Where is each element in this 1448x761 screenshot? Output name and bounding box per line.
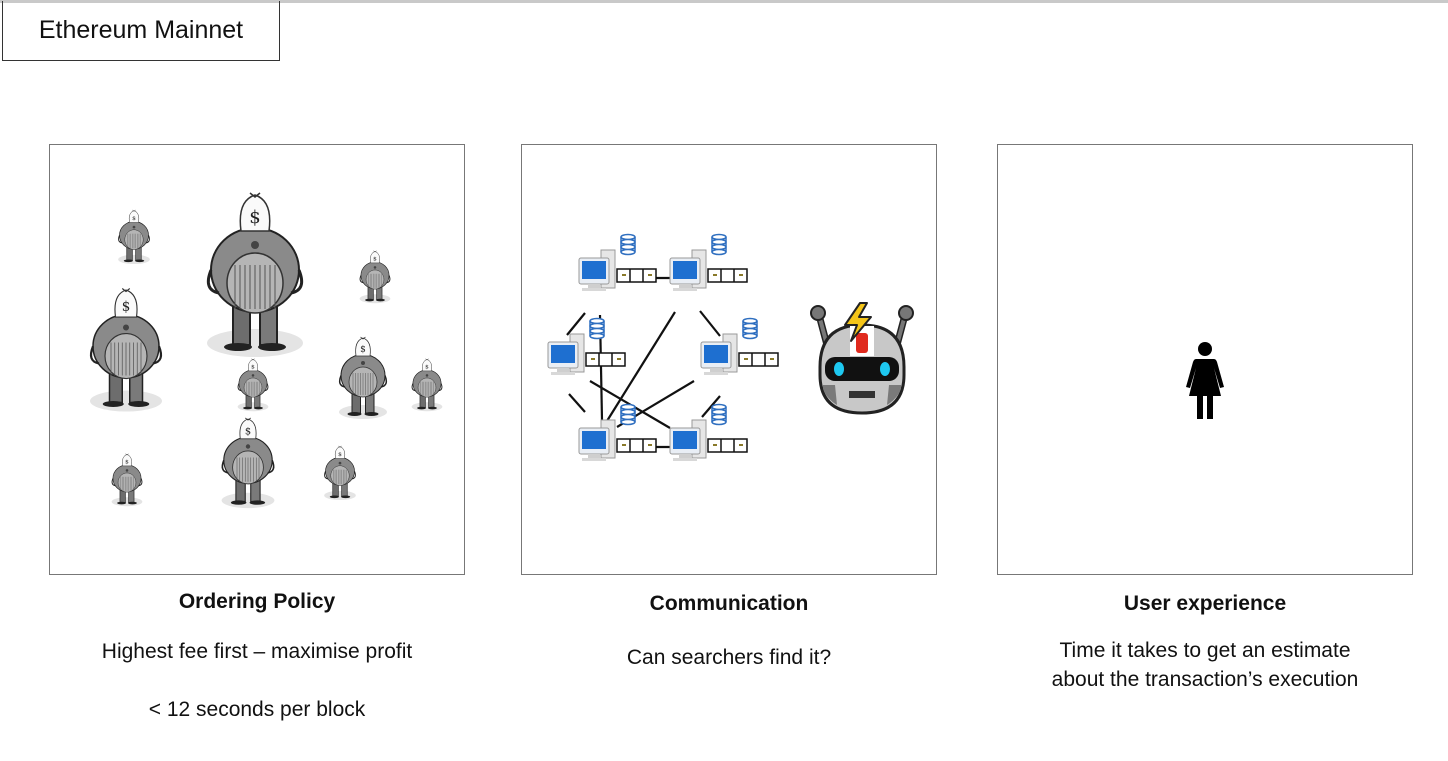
money-bag-tycoons-icon: $ $ $ $ $ $ $ $ $ $ bbox=[89, 192, 443, 509]
ordering-policy-heading: Ordering Policy bbox=[178, 590, 336, 613]
network-node bbox=[669, 403, 748, 461]
mempool-icon bbox=[707, 438, 748, 453]
ordering-policy-line-1: Highest fee first – maximise profit bbox=[101, 640, 413, 663]
user-experience-panel bbox=[997, 144, 1413, 575]
link bbox=[568, 393, 586, 413]
svg-text:$: $ bbox=[251, 364, 255, 370]
communication-line-1: Can searchers find it? bbox=[626, 646, 832, 669]
searcher-bot-icon bbox=[810, 302, 914, 415]
svg-text:$: $ bbox=[132, 215, 136, 222]
ordering-policy-caption: Ordering Policy Highest fee first – maxi… bbox=[49, 590, 465, 724]
communication-panel bbox=[521, 144, 937, 575]
mempool-icon bbox=[616, 438, 657, 453]
user-experience-heading: User experience bbox=[1123, 592, 1287, 615]
mempool-icon bbox=[585, 352, 626, 367]
network-node bbox=[669, 233, 748, 291]
user-experience-caption: User experience Time it takes to get an … bbox=[997, 592, 1413, 694]
svg-text:$: $ bbox=[360, 345, 366, 355]
slide-title: Ethereum Mainnet bbox=[2, 1, 280, 61]
svg-text:$: $ bbox=[125, 459, 129, 465]
tycoon-figure: $ bbox=[206, 192, 304, 357]
database-icon bbox=[620, 233, 636, 256]
tycoon-figure: $ bbox=[111, 453, 143, 507]
tycoon-figure: $ bbox=[338, 336, 388, 419]
tycoon-figure: $ bbox=[118, 209, 150, 265]
svg-text:$: $ bbox=[338, 451, 342, 458]
network-node bbox=[578, 403, 657, 461]
svg-text:$: $ bbox=[425, 364, 429, 370]
network-node bbox=[700, 317, 779, 375]
ordering-policy-line-2: < 12 seconds per block bbox=[148, 698, 366, 721]
mempool-icon bbox=[738, 352, 779, 367]
ordering-policy-panel: $ $ $ $ $ $ $ $ $ $ bbox=[49, 144, 465, 575]
communication-heading: Communication bbox=[649, 592, 809, 615]
tycoon-figure: $ bbox=[221, 417, 275, 509]
user-experience-line-1: Time it takes to get an estimate bbox=[1059, 639, 1351, 662]
database-icon bbox=[711, 403, 727, 426]
communication-caption: Communication Can searchers find it? bbox=[521, 592, 937, 672]
svg-text:$: $ bbox=[249, 207, 260, 228]
link bbox=[606, 311, 676, 422]
database-icon bbox=[589, 317, 605, 340]
person-icon bbox=[1186, 342, 1224, 419]
link bbox=[699, 310, 721, 337]
network-node bbox=[578, 233, 657, 291]
svg-text:$: $ bbox=[122, 299, 131, 315]
tycoon-figure: $ bbox=[237, 358, 269, 412]
database-icon bbox=[711, 233, 727, 256]
tycoon-figure: $ bbox=[411, 358, 443, 412]
p2p-network-icon bbox=[547, 233, 914, 461]
network-node bbox=[547, 317, 626, 375]
slide-title-text: Ethereum Mainnet bbox=[38, 16, 244, 44]
link bbox=[566, 312, 586, 336]
tycoon-figure: $ bbox=[324, 445, 356, 501]
database-icon bbox=[742, 317, 758, 340]
mempool-icon bbox=[616, 268, 657, 283]
svg-text:$: $ bbox=[245, 426, 251, 437]
link bbox=[701, 395, 721, 418]
top-edge bbox=[0, 0, 1448, 3]
user-experience-line-2: about the transaction’s execution bbox=[1051, 668, 1359, 691]
tycoon-figure: $ bbox=[359, 250, 391, 304]
mempool-icon bbox=[707, 268, 748, 283]
tycoon-figure: $ bbox=[89, 288, 163, 412]
svg-text:$: $ bbox=[373, 256, 377, 262]
database-icon bbox=[620, 403, 636, 426]
